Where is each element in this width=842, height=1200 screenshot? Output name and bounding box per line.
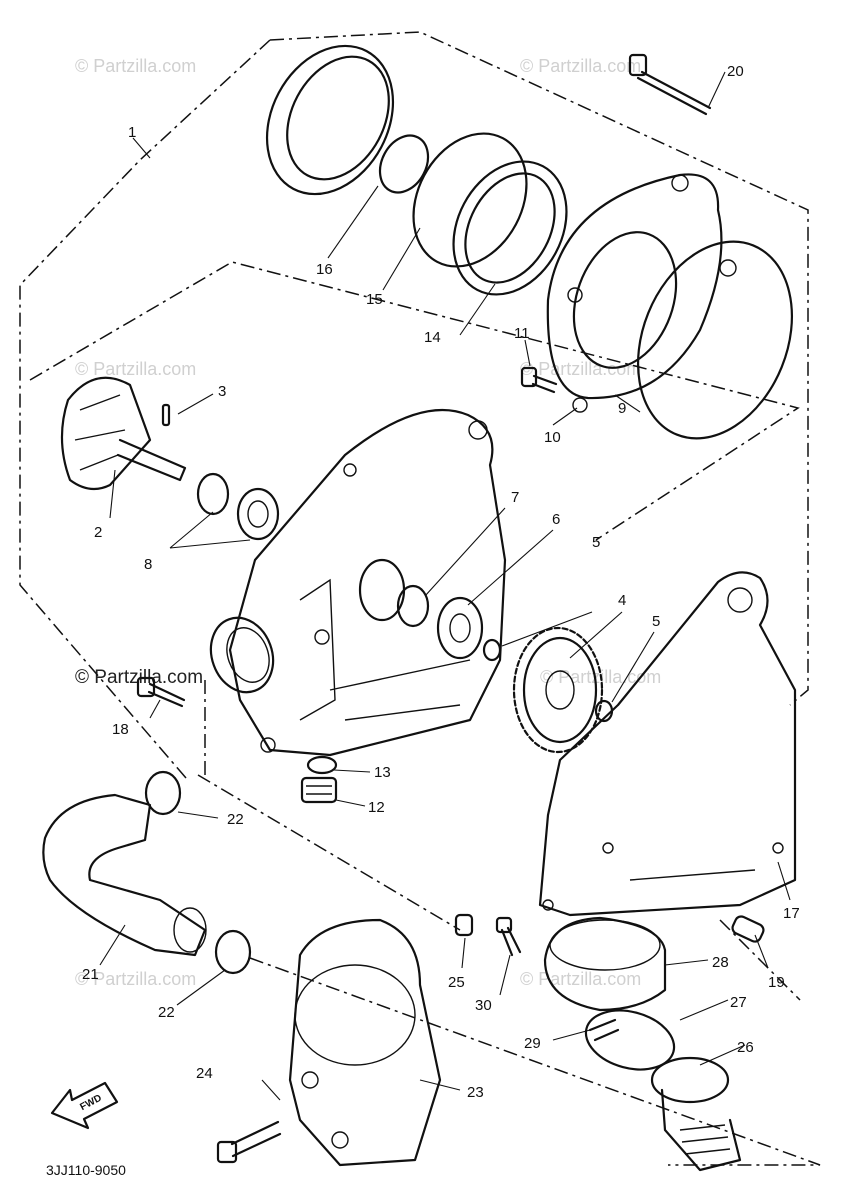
pipe-part-21 bbox=[42, 793, 207, 957]
fwd-arrow-icon: FWD bbox=[50, 1081, 119, 1130]
gasket-part-27 bbox=[584, 1009, 676, 1071]
callout-30: 30 bbox=[475, 997, 492, 1014]
pin-part-3 bbox=[161, 403, 171, 427]
callout-4: 4 bbox=[618, 592, 626, 609]
pump-group-boundary bbox=[29, 261, 800, 541]
disc-part-15 bbox=[378, 134, 430, 194]
nut-part-25 bbox=[454, 913, 474, 937]
callout-6: 6 bbox=[552, 511, 560, 528]
bolt-part-24 bbox=[216, 1120, 282, 1164]
watermark-top-left: © Partzilla.com bbox=[75, 56, 196, 76]
callout-27: 27 bbox=[730, 994, 747, 1011]
callout-21: 21 bbox=[82, 966, 99, 983]
callout-29: 29 bbox=[524, 1035, 541, 1052]
clamp-part-29 bbox=[588, 1018, 620, 1042]
callout-22-bottom: 22 bbox=[158, 1004, 175, 1021]
callout-25: 25 bbox=[448, 974, 465, 991]
callout-28: 28 bbox=[712, 954, 729, 971]
callout-2: 2 bbox=[94, 524, 102, 541]
callout-19: 19 bbox=[768, 974, 785, 991]
washer-part-13 bbox=[306, 755, 338, 775]
callout-23: 23 bbox=[467, 1084, 484, 1101]
bolt-part-18 bbox=[136, 676, 186, 708]
watermark-bottom-right: © Partzilla.com bbox=[520, 969, 641, 989]
bolt-part-11 bbox=[520, 366, 558, 394]
callout-11: 11 bbox=[514, 325, 530, 342]
watermark-mid-right: © Partzilla.com bbox=[520, 359, 641, 379]
callout-12: 12 bbox=[368, 799, 385, 816]
pump-housing bbox=[209, 408, 507, 757]
seal-part-16 bbox=[265, 44, 395, 196]
callout-9: 9 bbox=[618, 400, 626, 417]
circlip-part-5-left bbox=[482, 638, 502, 662]
bearing-part-7 bbox=[396, 584, 430, 628]
callout-24: 24 bbox=[196, 1065, 213, 1082]
watermark-top-right: © Partzilla.com bbox=[520, 56, 641, 76]
pump-cover-part-10 bbox=[546, 173, 737, 413]
assembly-boundary bbox=[19, 31, 809, 779]
callout-26: 26 bbox=[737, 1039, 754, 1056]
callout-14: 14 bbox=[424, 329, 441, 346]
watermark-bottom-left: © Partzilla.com bbox=[75, 969, 196, 989]
thermostat-housing-part-23 bbox=[288, 918, 442, 1167]
callout-16: 16 bbox=[316, 261, 333, 278]
bearing-part-6 bbox=[436, 596, 484, 660]
callout-10: 10 bbox=[544, 429, 561, 446]
drain-bolt-part-12 bbox=[300, 776, 338, 804]
seals-part-8 bbox=[196, 472, 280, 541]
callout-15: 15 bbox=[366, 291, 383, 308]
callout-22-top: 22 bbox=[227, 811, 244, 828]
o-ring-part-14 bbox=[412, 132, 568, 296]
callout-13: 13 bbox=[374, 764, 391, 781]
callout-20: 20 bbox=[727, 63, 744, 80]
cap-part-28 bbox=[543, 916, 667, 1012]
dowel-part-19 bbox=[731, 915, 765, 943]
callout-7: 7 bbox=[511, 489, 519, 506]
callout-5-upper: 5 bbox=[592, 534, 600, 551]
diagram-code: 3JJ110-9050 bbox=[46, 1162, 126, 1178]
callout-5-lower: 5 bbox=[652, 613, 660, 630]
callout-17: 17 bbox=[783, 905, 800, 922]
callout-18: 18 bbox=[112, 721, 129, 738]
o-ring-part-22-bottom bbox=[214, 929, 252, 975]
thermostat-part-26 bbox=[650, 1056, 742, 1172]
o-ring-part-9 bbox=[636, 240, 794, 440]
gasket-part-17 bbox=[538, 571, 797, 917]
watermark-mid-left: © Partzilla.com bbox=[75, 359, 196, 379]
bolt-part-20 bbox=[628, 53, 712, 116]
impeller-part-2 bbox=[60, 376, 187, 491]
callout-1: 1 bbox=[128, 124, 136, 141]
gear-part-4 bbox=[512, 626, 604, 754]
leader-lines bbox=[99, 71, 791, 1101]
callout-8: 8 bbox=[144, 556, 152, 573]
lower-group-boundary bbox=[197, 680, 821, 1166]
bolt-part-30 bbox=[495, 916, 522, 957]
callout-3: 3 bbox=[218, 383, 226, 400]
o-ring-part-22-top bbox=[144, 770, 182, 816]
